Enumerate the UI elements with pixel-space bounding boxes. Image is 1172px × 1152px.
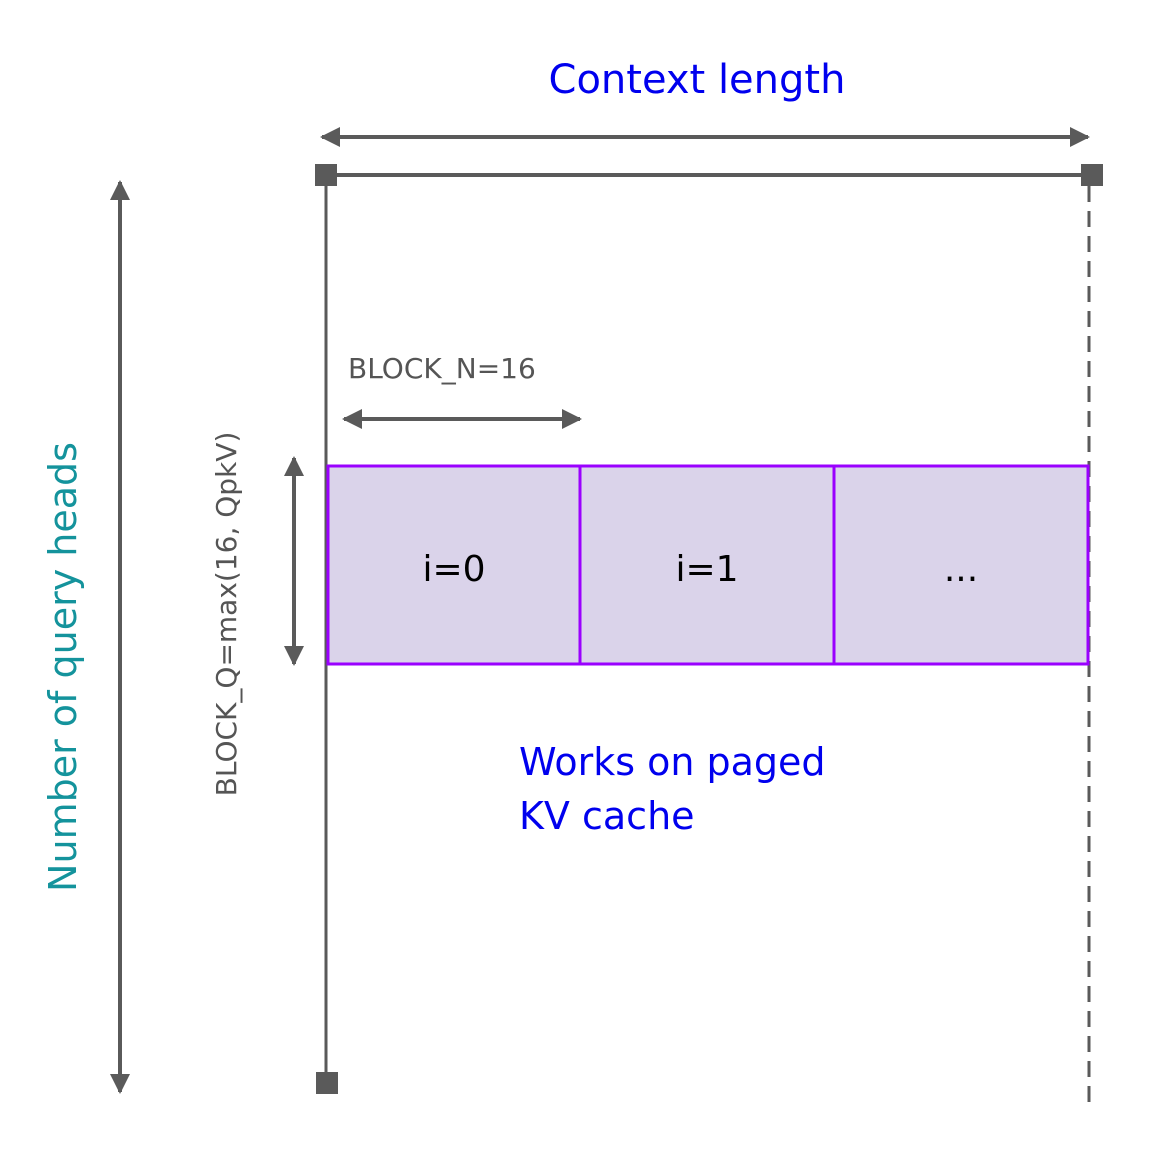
- block-ellipsis-label: ...: [944, 549, 978, 590]
- block-0-label: i=0: [422, 549, 485, 590]
- caption-line-1: Works on paged: [519, 740, 826, 784]
- block-0: [326, 464, 582, 666]
- top-right-endpoint: [1081, 164, 1103, 186]
- block-1-label: i=1: [675, 549, 738, 590]
- block-q-label: BLOCK_Q=max(16, QpkV): [210, 432, 243, 797]
- caption-line-2: KV cache: [519, 794, 695, 838]
- block-row: i=0 i=1 ...: [326, 464, 1090, 666]
- block-1: [578, 464, 836, 666]
- block-n-label: BLOCK_N=16: [348, 352, 536, 385]
- query-heads-label: Number of query heads: [41, 442, 85, 892]
- block-ellipsis: [832, 464, 1090, 666]
- bottom-left-endpoint: [316, 1072, 338, 1094]
- context-length-title: Context length: [549, 57, 846, 103]
